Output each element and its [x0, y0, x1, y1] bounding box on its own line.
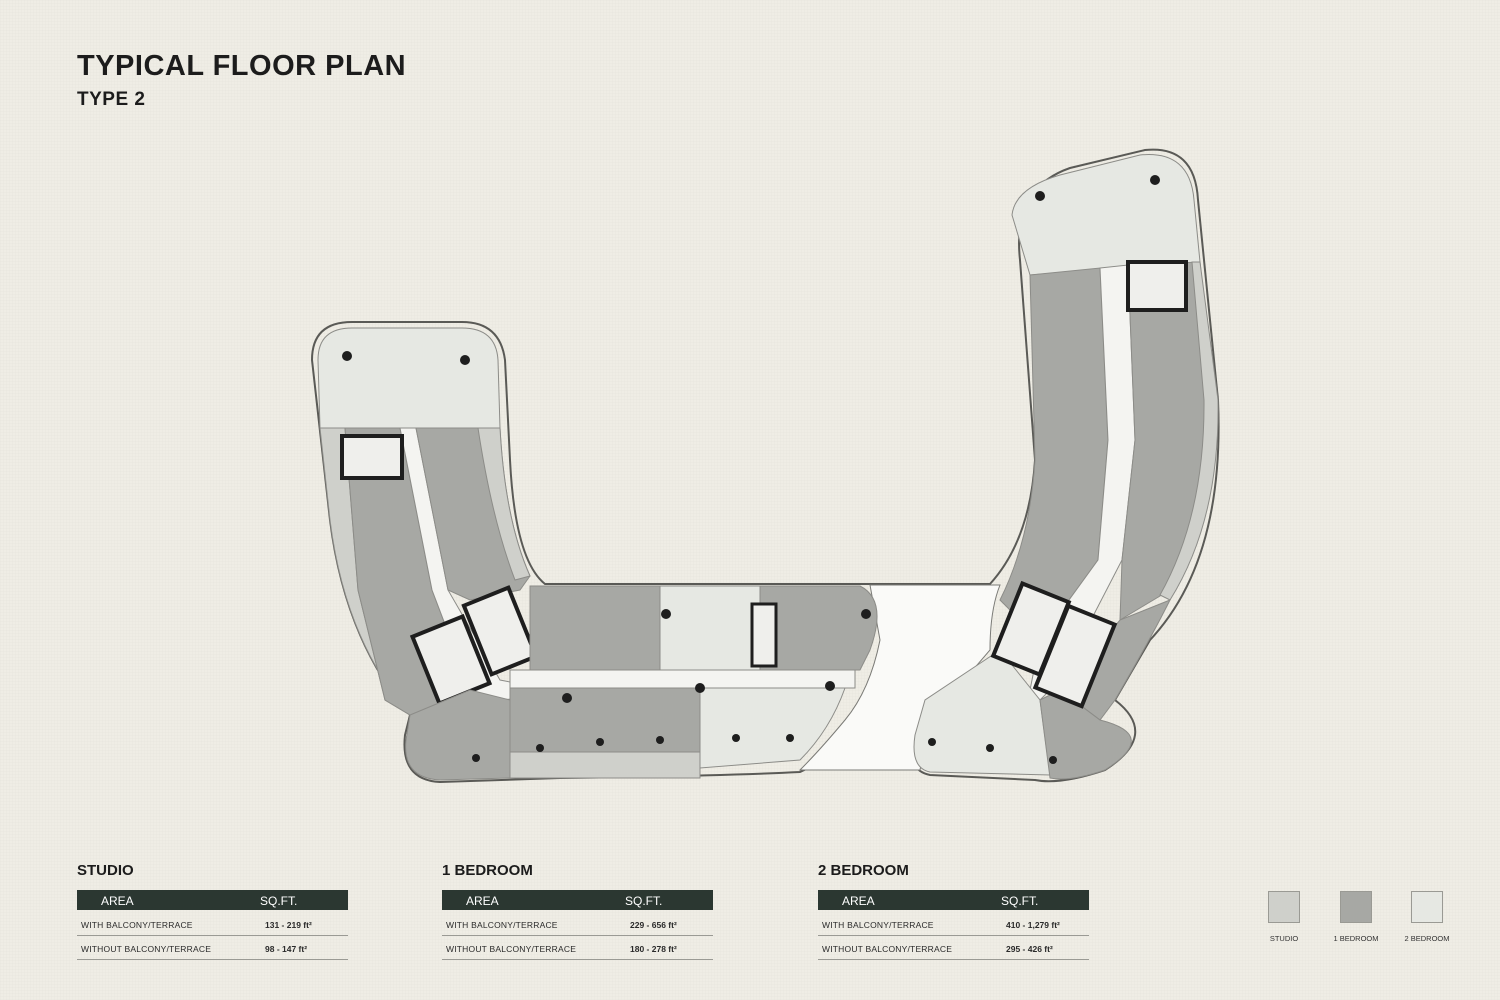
table-row: WITHOUT BALCONY/TERRACE 98 - 147 ft²: [77, 936, 348, 960]
col-area: AREA: [466, 894, 499, 908]
core-right-top: [1126, 260, 1188, 312]
left-wing: [317, 327, 701, 781]
core-left-top: [340, 434, 404, 480]
unit-studio-bottom-strip: [509, 751, 701, 779]
legend-2-bedroom: 2 BEDROOM: [1387, 891, 1467, 943]
table-header: AREA SQ.FT.: [442, 890, 713, 910]
row-value: 295 - 426 ft²: [1006, 944, 1053, 954]
table-header: AREA SQ.FT.: [77, 890, 348, 910]
centre-band: [509, 585, 878, 769]
table-title: STUDIO: [77, 862, 134, 879]
unit-2bed-centre-bottom: [699, 687, 846, 769]
page-subtitle: TYPE 2: [77, 89, 146, 110]
corridor-centre: [509, 669, 856, 689]
table-row: WITH BALCONY/TERRACE 229 - 656 ft²: [442, 912, 713, 936]
row-label: WITHOUT BALCONY/TERRACE: [446, 944, 577, 954]
unit-studio-left-inner: [477, 427, 531, 581]
row-value: 410 - 1,279 ft²: [1006, 920, 1060, 930]
col-sqft: SQ.FT.: [1001, 894, 1039, 908]
col-area: AREA: [842, 894, 875, 908]
row-value: 98 - 147 ft²: [265, 944, 308, 954]
table-row: WITH BALCONY/TERRACE 410 - 1,279 ft²: [818, 912, 1089, 936]
col-sqft: SQ.FT.: [260, 894, 298, 908]
unit-2bed-left-top: [317, 327, 501, 429]
row-label: WITH BALCONY/TERRACE: [81, 920, 193, 930]
unit-2bed-right-top: [1011, 154, 1201, 276]
table-header: AREA SQ.FT.: [818, 890, 1089, 910]
legend-swatch: [1411, 891, 1443, 923]
central-terrace: [798, 584, 1001, 771]
unit-1bed-centre-bottom: [509, 687, 701, 753]
unit-1bed-centre-right: [759, 585, 878, 671]
table-row: WITH BALCONY/TERRACE 131 - 219 ft²: [77, 912, 348, 936]
table-2-bedroom: 2 BEDROOM AREA SQ.FT. WITH BALCONY/TERRA…: [818, 862, 1089, 960]
core-left-stair: [461, 585, 539, 677]
structural-columns: [342, 175, 1160, 764]
legend-studio: STUDIO: [1244, 891, 1324, 943]
row-value: 180 - 278 ft²: [630, 944, 677, 954]
table-1-bedroom: 1 BEDROOM AREA SQ.FT. WITH BALCONY/TERRA…: [442, 862, 713, 960]
row-label: WITH BALCONY/TERRACE: [446, 920, 558, 930]
unit-1bed-right-corner: [1039, 689, 1132, 780]
legend-label: 1 BEDROOM: [1333, 934, 1379, 943]
table-row: WITHOUT BALCONY/TERRACE 180 - 278 ft²: [442, 936, 713, 960]
table-title: 1 BEDROOM: [442, 862, 533, 879]
right-wing: [913, 154, 1219, 780]
page-title: TYPICAL FLOOR PLAN: [77, 50, 407, 82]
legend-swatch: [1268, 891, 1300, 923]
unit-1bed-centre-top: [529, 585, 661, 671]
table-title: 2 BEDROOM: [818, 862, 909, 879]
col-area: AREA: [101, 894, 134, 908]
legend-swatch: [1340, 891, 1372, 923]
unit-2bed-centre-top: [659, 585, 761, 671]
row-value: 131 - 219 ft²: [265, 920, 312, 930]
legend-label: STUDIO: [1269, 934, 1299, 943]
row-label: WITHOUT BALCONY/TERRACE: [822, 944, 953, 954]
table-studio: STUDIO AREA SQ.FT. WITH BALCONY/TERRACE …: [77, 862, 348, 960]
row-label: WITH BALCONY/TERRACE: [822, 920, 934, 930]
unit-2bed-right-bottom: [913, 649, 1051, 776]
legend-label: 2 BEDROOM: [1404, 934, 1450, 943]
table-row: WITHOUT BALCONY/TERRACE 295 - 426 ft²: [818, 936, 1089, 960]
legend-1-bedroom: 1 BEDROOM: [1316, 891, 1396, 943]
row-value: 229 - 656 ft²: [630, 920, 677, 930]
row-label: WITHOUT BALCONY/TERRACE: [81, 944, 212, 954]
core-centre: [750, 602, 778, 668]
col-sqft: SQ.FT.: [625, 894, 663, 908]
core-right-stair: [1032, 603, 1118, 709]
